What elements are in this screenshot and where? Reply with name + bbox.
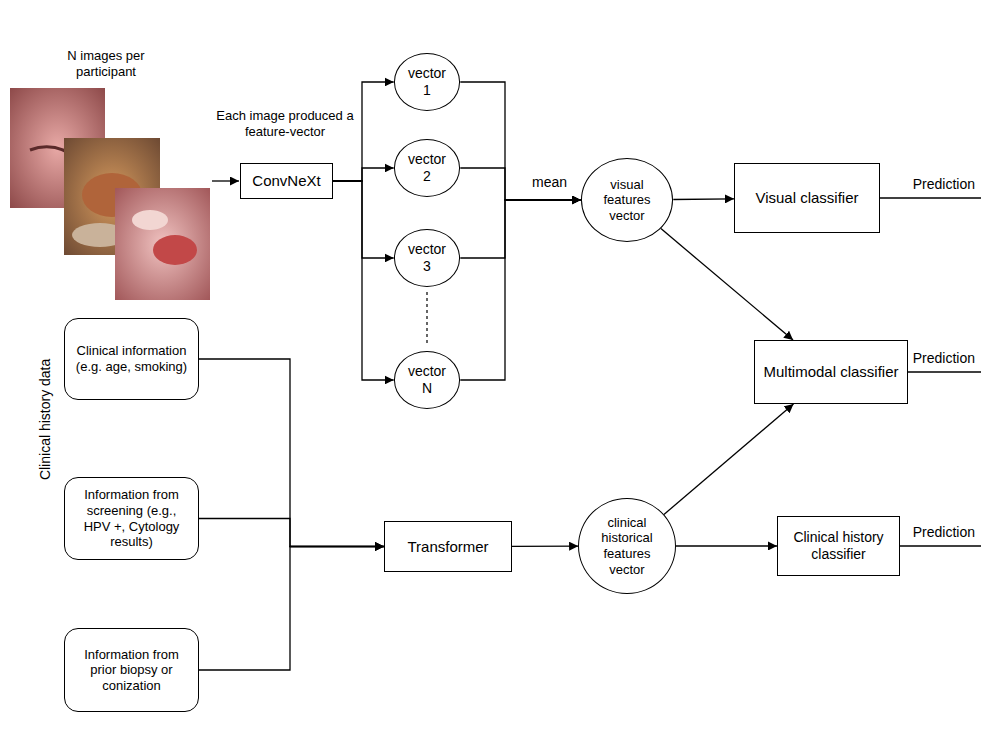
group-label: Clinical history data — [37, 334, 54, 504]
input-box: Information from prior biopsy or conizat… — [64, 628, 199, 712]
flow-arrow — [673, 198, 734, 200]
node-text: Visual classifier — [755, 189, 858, 207]
annotation-label: mean — [532, 174, 567, 191]
node-text: vector N — [405, 363, 449, 397]
flow-arrow — [460, 200, 580, 380]
vector-circle: vector 2 — [394, 139, 461, 196]
ellipsis-line — [426, 292, 427, 346]
vector-circle: clinical historical features vector — [578, 498, 676, 594]
node-text: vector 3 — [405, 241, 449, 275]
colposcopy-images — [10, 88, 210, 300]
node-text: vector 2 — [405, 151, 449, 185]
flow-arrow — [661, 229, 793, 340]
annotation-label: Prediction — [913, 176, 975, 193]
input-box: Information from screening (e.g., HPV +,… — [64, 477, 199, 560]
vector-circle: vector 3 — [394, 229, 461, 286]
annotation-label: Prediction — [913, 524, 975, 541]
flow-arrow — [199, 359, 384, 547]
process-box: Clinical history classifier — [777, 516, 900, 576]
flow-arrow — [460, 200, 580, 258]
image-detail — [132, 210, 168, 230]
vector-circle: visual features vector — [581, 158, 674, 242]
flow-arrow — [199, 547, 384, 671]
flow-arrow — [664, 404, 794, 514]
node-text: visual features vector — [594, 177, 660, 224]
node-text: clinical historical features vector — [592, 515, 662, 577]
node-text: Clinical history classifier — [785, 529, 892, 563]
output-line — [908, 371, 981, 372]
flow-arrow — [333, 181, 394, 258]
annotation-label: Each image produced a feature-vector — [216, 108, 354, 139]
node-text: ConvNeXt — [252, 172, 320, 190]
process-box: Multimodal classifier — [754, 340, 908, 404]
node-text: vector 1 — [405, 65, 449, 99]
process-box: Visual classifier — [734, 163, 880, 233]
flow-arrow — [333, 168, 394, 181]
vector-circle: vector N — [394, 351, 461, 408]
flow-arrow — [512, 545, 578, 546]
annotation-label: Prediction — [913, 350, 975, 367]
flow-arrow — [333, 82, 394, 181]
flow-arrow — [460, 168, 580, 200]
node-text: Multimodal classifier — [763, 363, 898, 381]
input-arrow — [212, 180, 239, 181]
image-photo — [115, 188, 210, 300]
node-text: Clinical information (e.g. age, smoking) — [72, 343, 191, 374]
flow-arrow — [333, 181, 394, 380]
vector-circle: vector 1 — [394, 53, 461, 110]
image-detail — [153, 235, 197, 265]
flow-arrow — [676, 545, 777, 546]
output-line — [880, 197, 981, 198]
annotation-label: N images per participant — [50, 48, 162, 79]
node-text: Information from screening (e.g., HPV +,… — [72, 487, 191, 549]
process-box: Transformer — [384, 521, 512, 572]
node-text: Information from prior biopsy or conizat… — [72, 647, 191, 694]
flow-arrow — [460, 82, 580, 200]
flow-arrow — [199, 519, 384, 547]
output-line — [900, 545, 981, 546]
node-text: Transformer — [407, 538, 488, 556]
process-box: ConvNeXt — [240, 163, 333, 199]
input-box: Clinical information (e.g. age, smoking) — [64, 318, 199, 400]
